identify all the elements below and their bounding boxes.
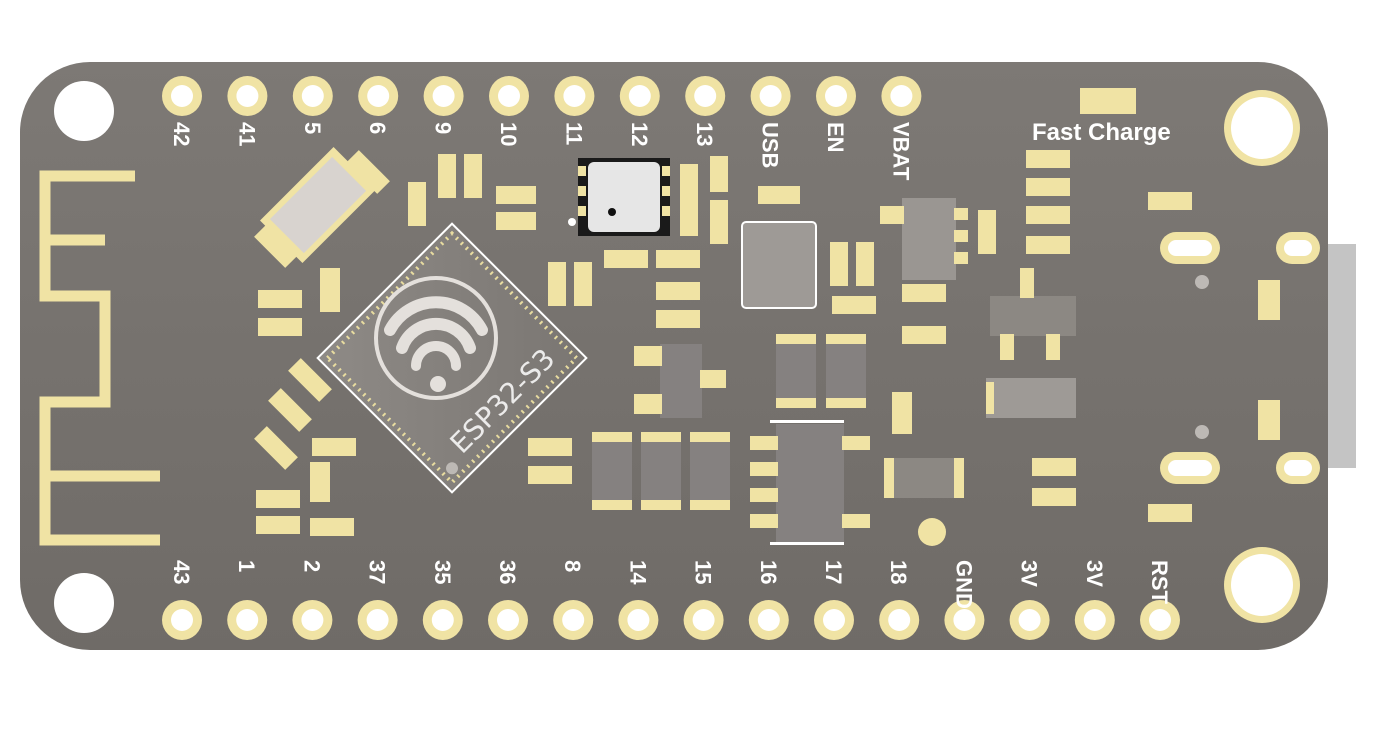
bottom-pin-3v: 3V xyxy=(1009,560,1050,640)
bottom-pin-label: 8 xyxy=(560,560,585,572)
top-pin-13: 13 xyxy=(685,76,726,146)
top-pin-label: VBAT xyxy=(888,122,913,181)
top-pin-label: 11 xyxy=(561,122,586,145)
bottom-pin-14: 14 xyxy=(618,560,659,640)
bottom-pin-3v: 3V xyxy=(1074,560,1115,640)
bottom-pin-label: 3V xyxy=(1017,560,1042,587)
top-pin-41: 41 xyxy=(227,76,268,146)
top-pin-6: 6 xyxy=(358,76,399,134)
top-pin-label: 5 xyxy=(300,122,325,134)
bottom-pin-label: 17 xyxy=(821,560,846,584)
top-pin-label: 41 xyxy=(234,122,259,146)
top-pin-12: 12 xyxy=(619,76,660,146)
bottom-pin-43: 43 xyxy=(162,560,202,640)
mounting-hole-bottom-left xyxy=(54,573,114,633)
bulk-capacitors xyxy=(776,334,866,408)
bottom-pin-37: 37 xyxy=(357,560,398,640)
power-mosfet xyxy=(750,420,870,545)
bottom-pin-rst: RST xyxy=(1140,560,1180,640)
bottom-pin-label: GND xyxy=(951,560,976,609)
test-point xyxy=(918,518,946,546)
bottom-pin-16: 16 xyxy=(748,560,789,640)
bottom-pin-2: 2 xyxy=(292,560,333,640)
bottom-pin-label: 3V xyxy=(1082,560,1107,587)
top-pin-label: 9 xyxy=(431,122,456,134)
bottom-pin-label: 14 xyxy=(625,560,650,585)
bottom-pin-label: 16 xyxy=(756,560,781,584)
bottom-pin-1: 1 xyxy=(227,560,268,640)
top-pin-label: 42 xyxy=(169,122,194,146)
usb-connector-slots xyxy=(1160,232,1320,484)
bottom-pin-label: 37 xyxy=(365,560,390,584)
passive-components xyxy=(256,88,1280,536)
bottom-pin-label: RST xyxy=(1147,560,1172,605)
mounting-hole-top-right-inner xyxy=(1231,97,1293,159)
smd-capacitor-bank xyxy=(592,432,730,510)
bottom-pin-label: 18 xyxy=(886,560,911,584)
top-pin-5: 5 xyxy=(292,76,333,134)
bottom-pin-label: 2 xyxy=(299,560,324,572)
top-pin-10: 10 xyxy=(489,76,529,146)
bottom-pin-8: 8 xyxy=(553,560,594,640)
top-pin-label: 6 xyxy=(365,122,390,134)
top-pin-header: 42 41 5 6 9 10 11 12 13 USB EN VBAT xyxy=(162,76,922,181)
bottom-pin-gnd: GND xyxy=(944,560,985,640)
bottom-pin-18: 18 xyxy=(879,560,920,640)
top-pin-9: 9 xyxy=(423,76,464,134)
mounting-hole-bottom-right-inner xyxy=(1231,554,1293,616)
rgb-led xyxy=(568,158,670,236)
top-pin-42: 42 xyxy=(162,76,202,146)
diode xyxy=(986,378,1076,418)
bottom-pin-label: 15 xyxy=(691,560,716,584)
top-pin-usb: USB xyxy=(750,76,791,168)
wifi-logo-icon xyxy=(374,276,498,400)
bottom-pin-36: 36 xyxy=(488,560,528,640)
mounting-hole-top-left xyxy=(54,81,114,141)
top-pin-label: 10 xyxy=(496,122,521,146)
fast-charge-label: Fast Charge xyxy=(1032,119,1171,146)
large-capacitor xyxy=(884,458,964,498)
bottom-pin-label: 36 xyxy=(495,560,520,584)
bottom-pin-35: 35 xyxy=(422,560,463,640)
pcb-antenna-feed xyxy=(39,402,160,546)
bottom-pin-15: 15 xyxy=(683,560,724,640)
transistor xyxy=(990,268,1076,360)
bottom-pin-label: 35 xyxy=(430,560,455,584)
usb-ic xyxy=(741,221,817,309)
top-pin-vbat: VBAT xyxy=(881,76,922,181)
bottom-pin-label: 43 xyxy=(169,560,194,584)
bottom-pin-17: 17 xyxy=(814,560,854,640)
bottom-pin-header: 43 1 2 37 35 36 8 14 15 16 17 18 GND 3V 3V RST xyxy=(162,560,1180,640)
top-pin-label: 12 xyxy=(627,122,652,146)
rotated-passives xyxy=(254,150,390,470)
sot-regulator xyxy=(634,344,726,418)
top-pin-label: EN xyxy=(823,122,848,153)
top-pin-en: EN xyxy=(816,76,856,153)
bottom-pin-label: 1 xyxy=(234,560,259,572)
voltage-regulator xyxy=(880,198,968,280)
top-pin-label: USB xyxy=(758,122,783,168)
top-pin-label: 13 xyxy=(692,122,717,146)
top-pin-11: 11 xyxy=(554,76,595,145)
crystal-oscillator xyxy=(260,147,376,263)
